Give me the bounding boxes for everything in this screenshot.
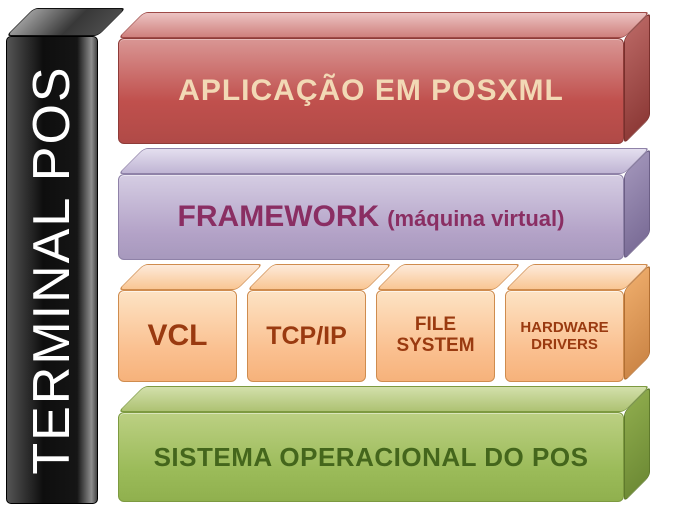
layer-posxml-label: APLICAÇÃO EM POSXML — [178, 74, 564, 107]
layer-framework: FRAMEWORK (máquina virtual) — [118, 174, 624, 260]
box-tcpip-label: TCP/IP — [266, 321, 347, 350]
terminal-bar-label: TERMINAL POS — [23, 65, 81, 475]
layer-framework-top-face — [118, 148, 650, 174]
layer-os: SISTEMA OPERACIONAL DO POS — [118, 412, 624, 502]
box-vcl-label: VCL — [147, 319, 208, 352]
box-vcl: VCL — [118, 290, 237, 382]
layer-os-top-face — [118, 386, 650, 412]
framework-subtitle: (máquina virtual) — [387, 206, 565, 231]
layer-framework-label: FRAMEWORK (máquina virtual) — [178, 200, 565, 234]
framework-title: FRAMEWORK — [177, 200, 380, 233]
terminal-bar — [6, 36, 98, 504]
box-hardware-drivers-label: HARDWARE DRIVERS — [520, 318, 609, 353]
terminal-bar-top-face — [6, 8, 126, 36]
layer-posxml-top-face — [118, 12, 650, 38]
layer-posxml: APLICAÇÃO EM POSXML — [118, 38, 624, 144]
box-filesystem-label: FILE SYSTEM — [396, 314, 475, 356]
box-tcpip-top-face — [247, 264, 392, 290]
box-vcl-top-face — [118, 264, 263, 290]
box-tcpip: TCP/IP — [247, 290, 366, 382]
box-hardware-drivers: HARDWARE DRIVERS — [505, 290, 624, 382]
layer-os-label: SISTEMA OPERACIONAL DO POS — [153, 441, 589, 472]
box-filesystem: FILE SYSTEM — [376, 290, 495, 382]
box-filesystem-top-face — [376, 264, 521, 290]
